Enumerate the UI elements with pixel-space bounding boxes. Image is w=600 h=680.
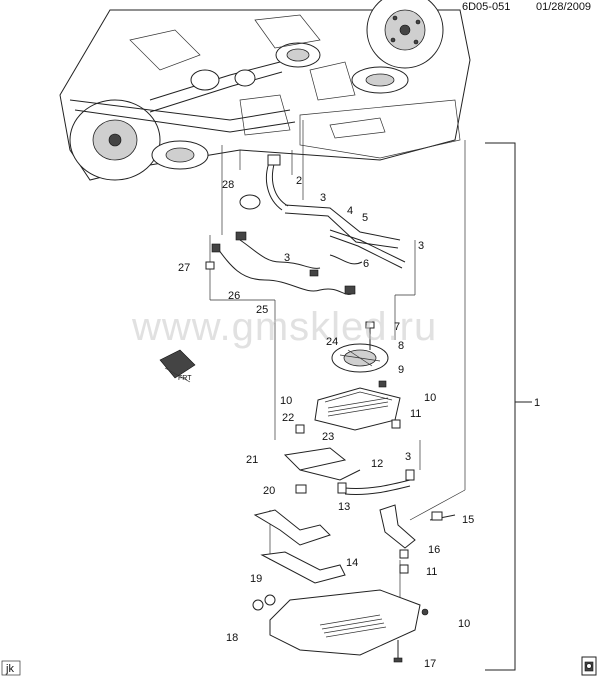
callouts: 1 2 3 3 3 3 4 5 6 7 8 9 10 10 10 11 11 1…: [178, 175, 540, 670]
callout-8: 8: [398, 340, 404, 352]
mounting-brackets: [253, 504, 456, 584]
callout-9: 9: [398, 364, 404, 376]
callout-2: 2: [296, 175, 302, 187]
footer-initials-box: [1, 660, 21, 676]
callout-5: 5: [362, 212, 368, 224]
callout-10a: 10: [280, 395, 292, 407]
vehicle-underbody: [59, 0, 471, 181]
callout-6: 6: [363, 258, 369, 270]
wiring-harness: [205, 231, 363, 295]
power-module: [295, 387, 401, 434]
underbody-shield: [252, 589, 429, 663]
callout-7: 7: [394, 321, 400, 333]
front-direction-arrow: FRT: [159, 349, 196, 383]
cooling-fan: [331, 321, 389, 388]
callout-10b: 10: [424, 392, 436, 404]
callout-3a: 3: [320, 192, 326, 204]
callout-14: 14: [346, 557, 358, 569]
callout-27: 27: [178, 262, 190, 274]
callout-3b: 3: [284, 252, 290, 264]
callout-28: 28: [222, 179, 234, 191]
callout-1: 1: [534, 397, 540, 409]
callout-22: 22: [282, 412, 294, 424]
camera-icon: [581, 656, 597, 676]
coolant-pipes-lower: [283, 447, 415, 495]
coolant-hoses: [239, 154, 406, 269]
callout-17: 17: [424, 658, 436, 670]
callout-26: 26: [228, 290, 240, 302]
watermark: www.gmskled.ru: [131, 305, 437, 349]
diagram-code: 6D05-051: [462, 1, 510, 13]
callout-3d: 3: [405, 451, 411, 463]
callout-4: 4: [347, 205, 353, 217]
callout-25: 25: [256, 304, 268, 316]
diagram-date: 01/28/2009: [536, 1, 591, 13]
callout-19: 19: [250, 573, 262, 585]
callout-10c: 10: [458, 618, 470, 630]
callout-16: 16: [428, 544, 440, 556]
callout-11a: 11: [410, 408, 421, 420]
callout-13: 13: [338, 501, 350, 513]
callout-24: 24: [326, 336, 338, 348]
callout-23: 23: [322, 431, 334, 443]
callout-20: 20: [263, 485, 275, 497]
front-label: FRT: [178, 375, 192, 382]
callout-3c: 3: [418, 240, 424, 252]
drafter-initials: jk: [5, 663, 14, 675]
callout-11b: 11: [426, 566, 437, 578]
callout-12: 12: [371, 458, 383, 470]
callout-15: 15: [462, 514, 474, 526]
callout-21: 21: [246, 454, 258, 466]
callout-18: 18: [226, 632, 238, 644]
